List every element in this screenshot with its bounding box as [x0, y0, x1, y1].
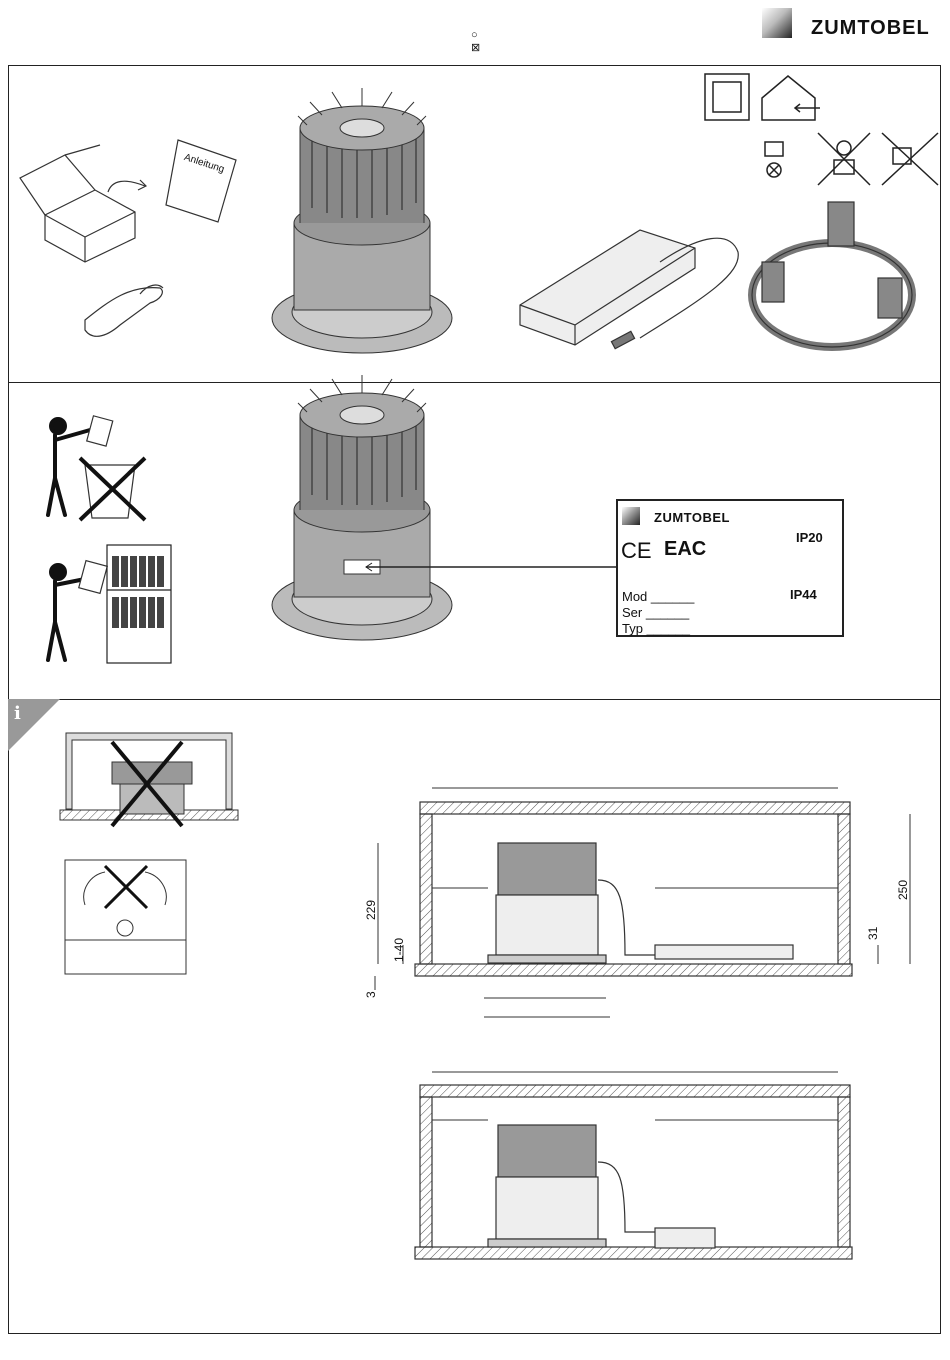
dim-1-40: 1-40 [392, 938, 406, 962]
type-label-plate: ZUMTOBEL CE EAC IP20 IP44 Mod ______ Ser… [616, 499, 844, 637]
dim-250: 250 [896, 880, 910, 900]
dim-229: 229 [364, 900, 378, 920]
ip44-label: IP44 [790, 587, 817, 602]
label-logo-mark [622, 507, 640, 525]
label-row-ser: Ser [622, 605, 642, 620]
ip20-label: IP20 [796, 530, 823, 545]
ce-mark: CE [621, 538, 652, 564]
label-row-typ: Typ [622, 621, 643, 636]
label-brand: ZUMTOBEL [654, 510, 730, 525]
dim-3: 3 [364, 991, 378, 998]
info-icon: i [14, 703, 21, 724]
dim-31: 31 [866, 927, 880, 940]
label-dashes-typ: ______ [647, 621, 690, 636]
label-row-mod: Mod [622, 589, 647, 604]
eac-mark: EAC [664, 538, 706, 561]
label-dashes-ser: ______ [646, 605, 689, 620]
label-dashes-mod: ______ [651, 589, 694, 604]
